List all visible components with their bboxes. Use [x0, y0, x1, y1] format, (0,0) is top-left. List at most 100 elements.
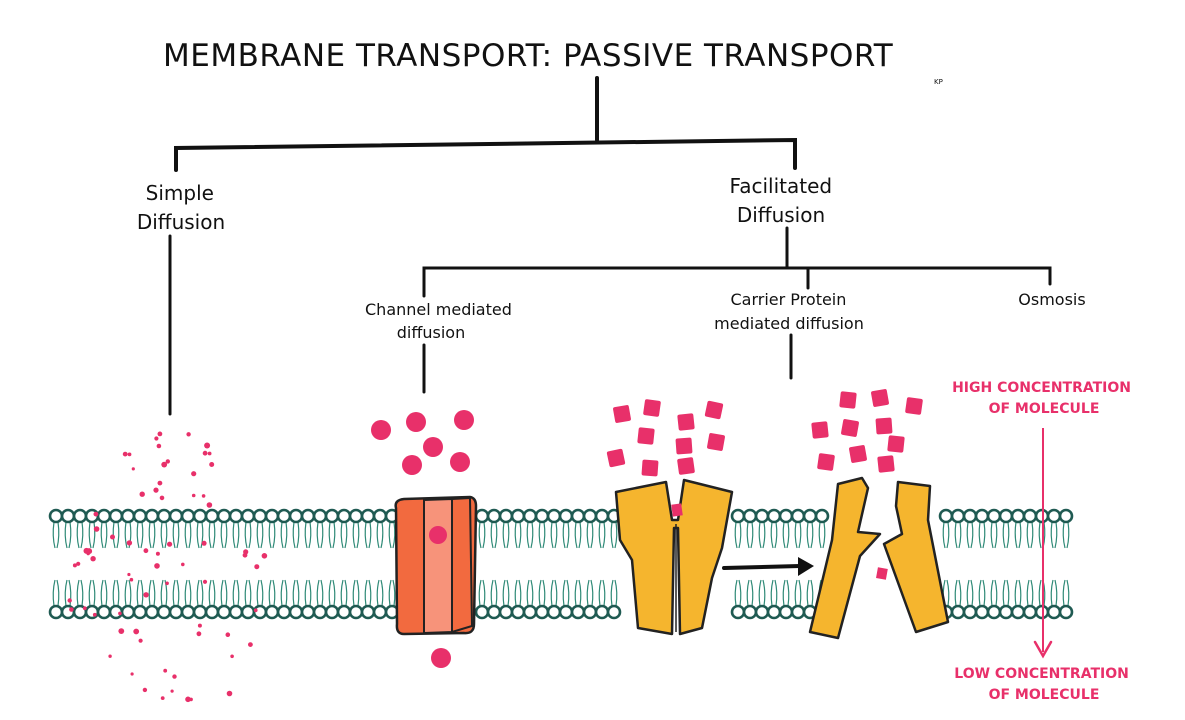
- molecule-dot: [181, 562, 185, 567]
- molecule-dot: [118, 611, 122, 616]
- molecule-dot: [139, 491, 145, 497]
- molecule-dot: [157, 480, 163, 486]
- square-molecule: [606, 448, 626, 468]
- molecule-dot: [165, 581, 169, 586]
- square-molecule: [875, 417, 893, 435]
- molecule-dot: [138, 638, 143, 643]
- molecule-dot: [254, 564, 260, 570]
- square-molecule: [677, 457, 695, 475]
- facilitated-diffusion-label: Facilitated Diffusion: [730, 174, 839, 227]
- square-molecule: [841, 419, 859, 437]
- arrow-down-icon: [1033, 428, 1053, 659]
- molecule-dot: [133, 628, 140, 635]
- molecule-dot: [225, 632, 231, 637]
- molecule-dot: [402, 455, 422, 475]
- molecule-dot: [226, 690, 233, 697]
- channel-mediated-label: Channel mediated diffusion: [365, 300, 517, 342]
- molecule-dot: [161, 461, 168, 468]
- molecule-dot: [118, 628, 125, 634]
- lipid-heads: [48, 508, 1074, 620]
- molecule-dot: [167, 541, 173, 547]
- molecule-dot: [189, 697, 193, 702]
- molecule-dot: [122, 451, 128, 457]
- molecule-dot: [163, 668, 168, 673]
- molecule-dot: [202, 450, 208, 456]
- simple-diffusion-molecules: [67, 431, 268, 703]
- osmosis-label: Osmosis: [1018, 290, 1085, 309]
- molecule-dot: [155, 551, 160, 556]
- molecule-dot: [406, 412, 426, 432]
- square-molecule: [637, 427, 655, 445]
- molecule-dot: [93, 526, 100, 532]
- molecule-dot: [253, 608, 258, 613]
- molecule-dot: [186, 432, 191, 437]
- page-title: MEMBRANE TRANSPORT: PASSIVE TRANSPORT: [163, 38, 894, 74]
- lipid-tails: [52, 521, 1070, 607]
- low-concentration-label: LOW CONCENTRATION OF MOLECULE: [954, 666, 1133, 703]
- square-molecule: [613, 405, 631, 423]
- square-molecule: [811, 421, 829, 439]
- square-molecule: [877, 455, 895, 473]
- molecule-dot: [126, 540, 133, 546]
- molecule-dot: [206, 502, 213, 508]
- molecule-dot: [130, 672, 134, 676]
- molecule-dot: [143, 592, 149, 598]
- molecule-dot: [72, 563, 77, 568]
- square-molecule: [876, 567, 888, 580]
- molecule-dot: [170, 689, 174, 693]
- square-molecule: [675, 437, 693, 455]
- square-molecule: [677, 413, 695, 431]
- square-molecule: [643, 399, 661, 417]
- molecule-dot: [431, 648, 451, 668]
- molecule-dot: [110, 534, 115, 540]
- molecule-dot: [108, 654, 112, 658]
- molecule-dot: [450, 452, 470, 472]
- molecule-dot: [92, 612, 97, 617]
- molecule-dot: [207, 451, 212, 456]
- square-molecule: [905, 397, 923, 415]
- molecule-dot: [172, 674, 177, 679]
- carrier-protein-label: Carrier Protein mediated diffusion: [714, 290, 864, 333]
- square-molecule: [641, 459, 659, 477]
- molecule-dot: [201, 540, 207, 546]
- carrier-protein-closed: [614, 478, 734, 636]
- lipid-bilayer: [48, 508, 1074, 620]
- molecule-dot: [159, 495, 165, 501]
- author-signature: KP: [934, 78, 943, 86]
- molecule-dot: [131, 467, 135, 471]
- square-molecule: [671, 503, 683, 517]
- molecule-dot: [196, 631, 202, 637]
- square-molecule: [871, 389, 889, 407]
- molecule-dot: [90, 556, 96, 562]
- molecule-dot: [127, 452, 132, 457]
- molecule-dot: [67, 598, 72, 603]
- molecule-dot: [127, 572, 131, 577]
- carrier-protein-open: [808, 476, 950, 640]
- molecule-dot: [129, 577, 134, 582]
- molecule-dot: [185, 696, 191, 703]
- molecule-dot: [142, 687, 148, 693]
- carrier-molecules: [606, 389, 923, 477]
- high-concentration-label: HIGH CONCENTRATION OF MOLECULE: [952, 380, 1136, 417]
- molecule-dot: [191, 471, 197, 477]
- molecule-dot: [209, 462, 215, 467]
- simple-diffusion-label: Simple Diffusion: [137, 181, 225, 234]
- molecule-dot: [230, 654, 234, 659]
- square-molecule: [707, 433, 725, 451]
- molecule-dot: [93, 511, 99, 517]
- molecule-dot: [154, 563, 160, 569]
- molecule-in-channel: [429, 526, 447, 544]
- molecule-dot: [243, 549, 249, 555]
- arrow-right-icon: [722, 557, 814, 576]
- molecule-dot: [261, 553, 268, 559]
- molecule-dot: [154, 436, 159, 441]
- molecule-dot: [156, 443, 162, 449]
- molecule-dot: [143, 548, 149, 554]
- square-molecule: [887, 435, 905, 453]
- molecule-dot: [204, 442, 211, 449]
- square-molecule: [849, 445, 867, 463]
- channel-molecules: [371, 410, 474, 668]
- molecule-dot: [202, 579, 208, 584]
- molecule-dot: [76, 561, 81, 566]
